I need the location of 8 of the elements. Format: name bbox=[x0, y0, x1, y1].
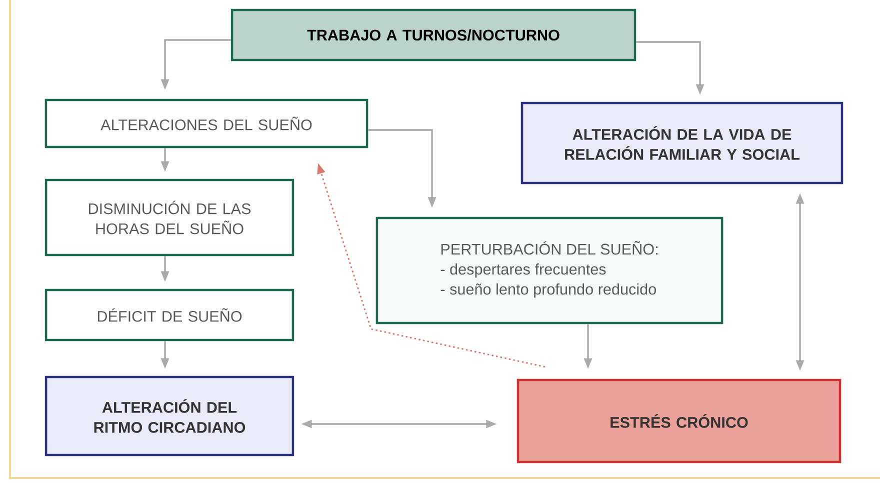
process-box: TRABAJO A TURNOS/NOCTURNO bbox=[230, 8, 636, 62]
process-box: DISMINUCIÓN DE LAS HORAS DEL SUEÑO bbox=[44, 178, 294, 256]
outcome-box: ALTERACIÓN DE LA VIDA DE RELACIÓN FAMILIAR Y SOCIAL bbox=[520, 102, 844, 184]
process-box: DÉFICIT DE SUEÑO bbox=[44, 288, 294, 342]
outcome-box: ALTERACIÓN DEL RITMO CIRCADIANO bbox=[44, 376, 294, 456]
outcome-box: ESTRÉS CRÓNICO bbox=[516, 378, 842, 464]
process-box: PERTURBACIÓN DEL SUEÑO: - despertares frecuentes - sueño lento profundo reducido bbox=[376, 216, 724, 324]
process-box: ALTERACIONES DEL SUEÑO bbox=[44, 98, 368, 148]
